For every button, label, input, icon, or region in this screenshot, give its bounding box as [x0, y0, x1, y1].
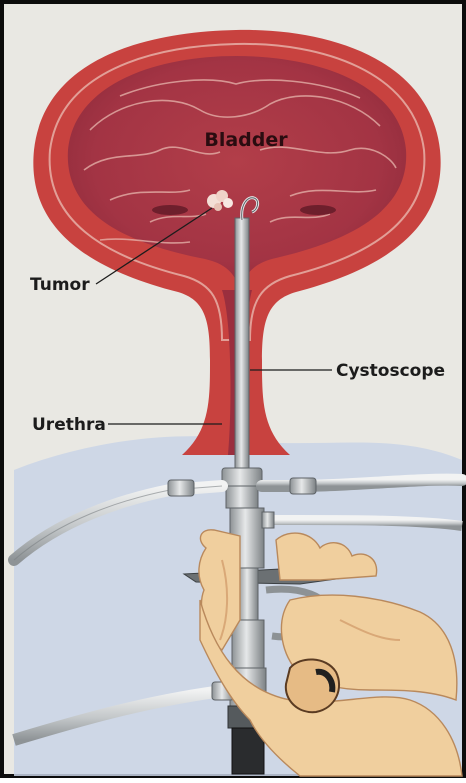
bladder-label: Bladder	[204, 129, 288, 151]
tumor-label: Tumor	[30, 275, 90, 295]
cystoscope-shaft	[235, 218, 249, 478]
urethra-label: Urethra	[32, 415, 106, 435]
cystoscope-label: Cystoscope	[336, 361, 445, 381]
ureteral-opening-right	[300, 205, 336, 215]
ureteral-opening-left	[152, 205, 188, 215]
cystoscope-hub	[222, 468, 262, 486]
